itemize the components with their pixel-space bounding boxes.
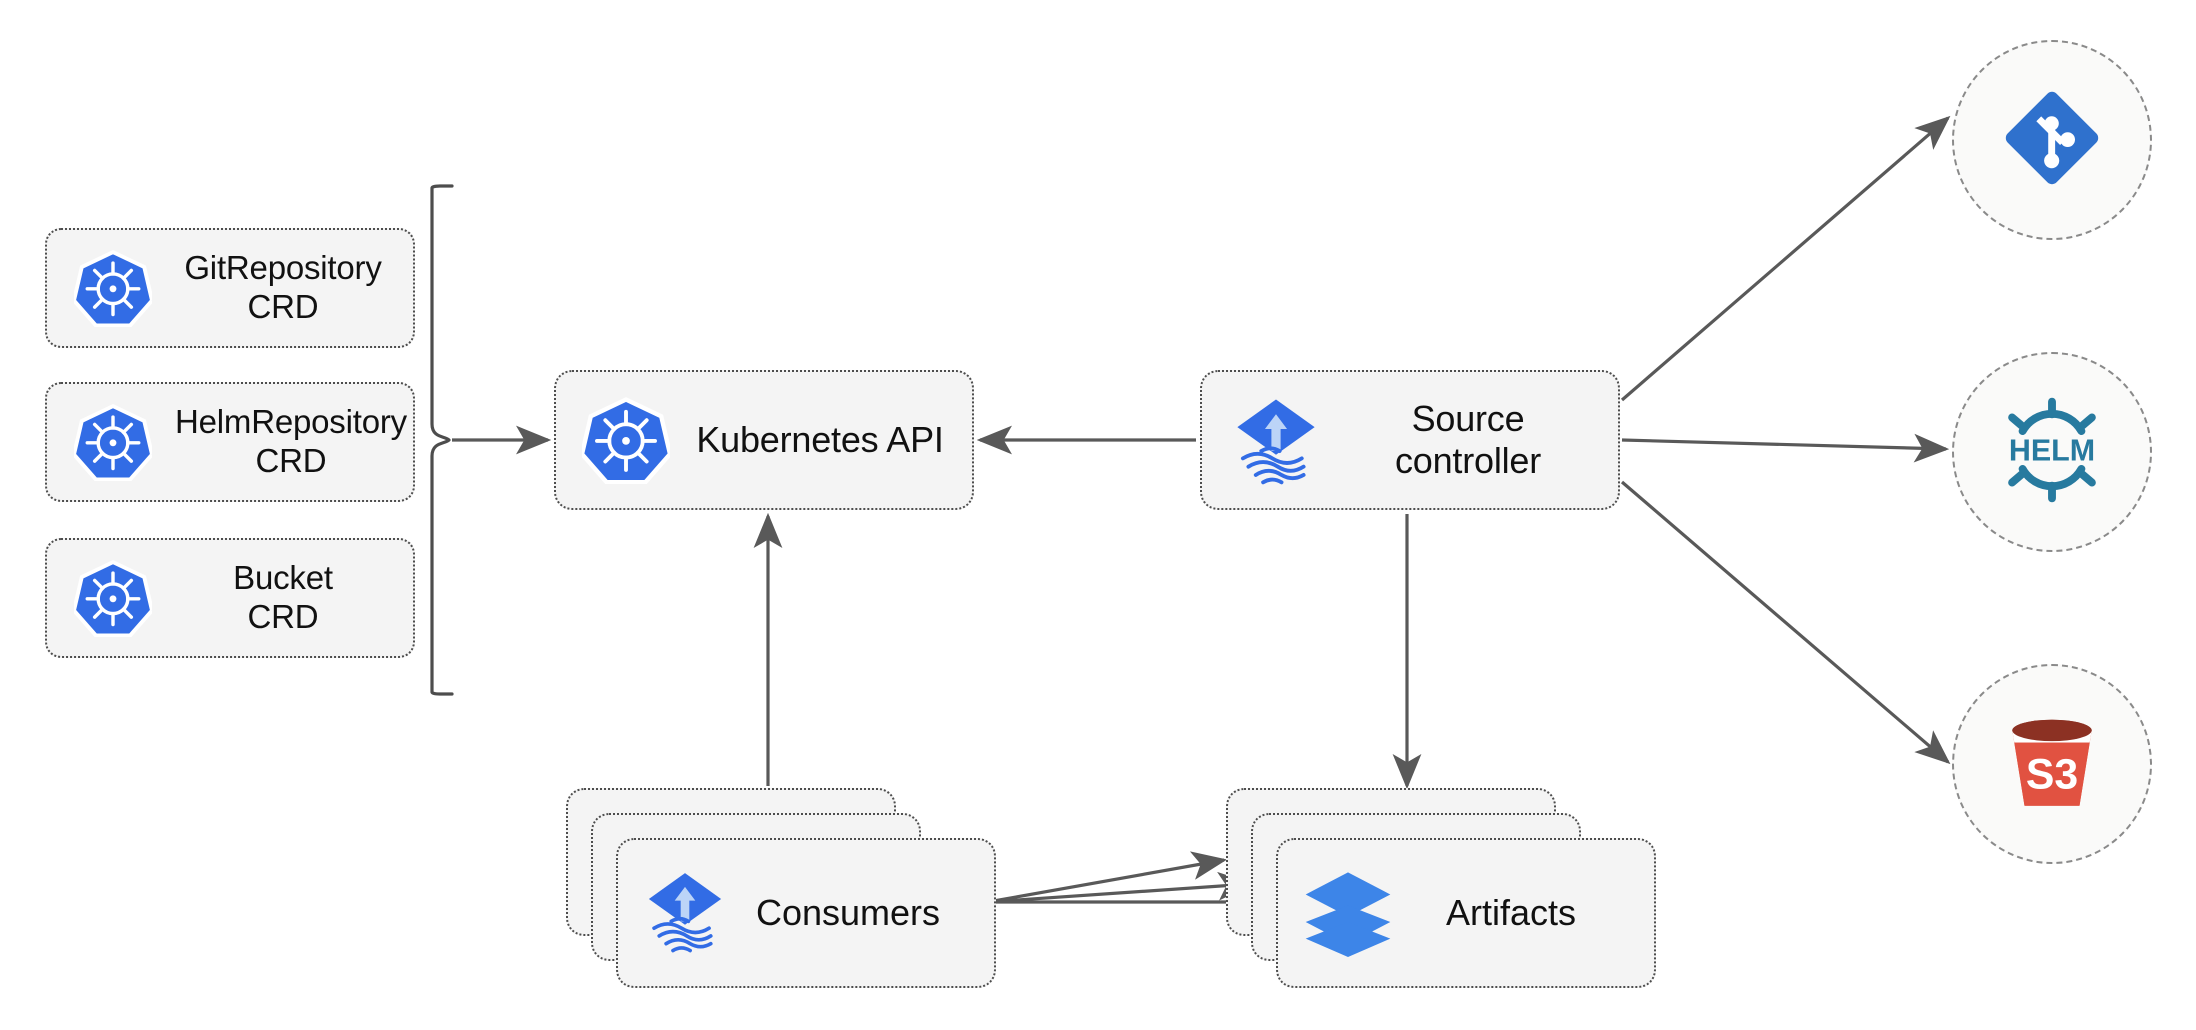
- s3-label: S3: [2026, 750, 2078, 798]
- node-label: Source controller: [1394, 397, 1542, 481]
- kubernetes-icon: [65, 249, 161, 327]
- artifacts-card-front[interactable]: Artifacts: [1276, 838, 1656, 988]
- crd-box-bucket[interactable]: Bucket CRD: [45, 538, 415, 658]
- edge-sourcecontroller-to-s3: [1620, 480, 1951, 765]
- flux-icon: [1224, 394, 1328, 486]
- node-consumers[interactable]: Consumers: [566, 788, 996, 988]
- node-artifacts[interactable]: Artifacts: [1226, 788, 1656, 988]
- node-label: Artifacts: [1445, 892, 1577, 933]
- git-icon: [1998, 84, 2106, 197]
- kubernetes-icon: [65, 559, 161, 637]
- edge-sourcecontroller-to-helm: [1621, 433, 1950, 463]
- edge-consumers-to-artifacts-2: [987, 871, 1254, 904]
- node-kubernetes-api[interactable]: Kubernetes API: [554, 370, 974, 510]
- kubernetes-icon: [65, 403, 161, 481]
- crd-box-gitrepository[interactable]: GitRepository CRD: [45, 228, 415, 348]
- storage-circle-s3[interactable]: S3: [1952, 664, 2152, 864]
- edge-consumers-to-artifacts-1: [987, 851, 1228, 904]
- node-label: Consumers: [755, 892, 941, 933]
- helm-label: HELM: [2009, 433, 2095, 467]
- crd-label: Bucket CRD: [233, 559, 333, 635]
- consumers-card-front[interactable]: Consumers: [616, 838, 996, 988]
- storage-circle-helm[interactable]: HELM: [1952, 352, 2152, 552]
- flux-icon: [642, 868, 728, 959]
- crd-label: HelmRepository CRD: [175, 403, 407, 479]
- edge-sourcecontroller-to-git: [1620, 115, 1951, 402]
- layers-icon: [1302, 865, 1394, 962]
- node-source-controller[interactable]: Source controller: [1200, 370, 1620, 510]
- s3-icon: S3: [1996, 706, 2108, 823]
- kubernetes-icon: [574, 396, 678, 484]
- node-label: Kubernetes API: [696, 418, 944, 460]
- helm-icon: HELM: [1989, 387, 2115, 518]
- crd-box-helmrepository[interactable]: HelmRepository CRD: [45, 382, 415, 502]
- crd-label: GitRepository CRD: [184, 249, 382, 325]
- storage-circle-git[interactable]: [1952, 40, 2152, 240]
